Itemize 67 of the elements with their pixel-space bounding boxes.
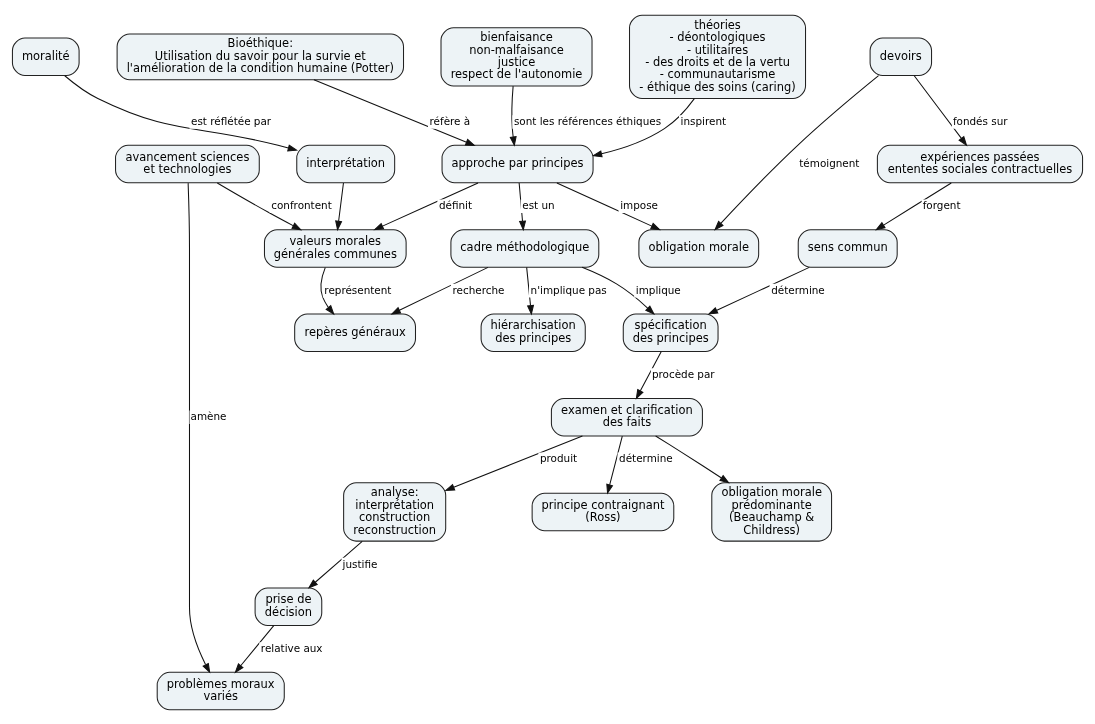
arrow [518,181,527,231]
edge-label: amène [190,409,227,422]
edge-label: justifie [342,557,378,570]
arrow [714,74,880,231]
edge-label: réfère à [429,114,471,127]
arrow [707,266,810,315]
arrow [913,74,968,146]
edge-label: est réflétée par [191,114,272,127]
node-box: obligation morale prédominante (Beauchamp & Childress) [711,481,833,542]
node-box: approche par principes [441,144,594,183]
node-box: obligation morale [638,228,760,268]
arrow [509,85,517,147]
arrow [335,181,344,231]
edge-label: recherche [452,283,505,296]
edge-label: n'implique pas [530,283,607,296]
node-box: prise de décision [254,586,323,626]
edge-label: est un [522,198,555,211]
node-box: expériences passées ententes sociales contractuelles [876,144,1084,183]
arrow [875,181,952,230]
arrow [313,78,476,146]
arrow [444,434,583,491]
node-box: hiérarchisation des principes [480,313,586,352]
node-box: devoirs [869,37,933,76]
node-box: bienfaisance non-malfaisance justice respect de l'autonomie [440,26,593,86]
edge-label: implique [635,283,681,296]
node-box: valeurs morales générales communes [263,228,407,268]
arrow [390,266,489,315]
arrow [320,266,335,315]
edge-label: témoignent [799,156,860,169]
node-box: théories - déontologiques - utilitaires - des droits et de la vertu - communautarisme - éthique des soins (caring) [629,14,807,99]
edge-label: forgent [922,198,961,211]
node-box: spécification des principes [622,313,719,352]
edge-label: impose [620,198,658,211]
edge-label: fondés sur [952,114,1008,127]
node-box: moralité [11,37,80,76]
arrow [606,435,623,495]
node-box: examen et clarification des faits [550,397,703,436]
edge-label: relative aux [260,641,323,654]
node-box: avancement sciences et technologies [115,144,260,183]
node-box: problèmes moraux variés [156,671,285,710]
node-box: Bioéthique: Utilisation du savoir pour la survie et l'amélioration de la condition humaine (Potter) [116,32,405,80]
edge-label: détermine [771,283,825,296]
edge-label: confrontent [271,198,332,211]
node-box: principe contraignant (Ross) [531,492,675,531]
node-box: interprétation [296,144,396,183]
node-box: repères généraux [294,313,416,352]
arrow [655,434,730,483]
node-box: cadre méthodologique [450,228,600,268]
arrow [373,181,479,230]
arrow [635,350,662,400]
node-box: analyse: interprétation construction reconstruction [343,481,447,542]
arrow [307,540,363,589]
arrow [234,624,275,673]
edge-label: définit [438,198,473,211]
edge-label: représentent [324,283,392,296]
arrow [591,97,695,157]
arrow [187,182,211,674]
node-box: sens commun [797,228,898,268]
edge-label: produit [539,451,578,464]
edge-label: inspirent [680,114,727,127]
arrow [526,266,535,316]
edge-label: procède par [651,367,715,380]
arrow [216,181,303,230]
edge-label: sont les références éthiques [513,114,662,127]
arrow [64,74,299,151]
edge-label: détermine [619,451,673,464]
arrow [581,266,656,315]
